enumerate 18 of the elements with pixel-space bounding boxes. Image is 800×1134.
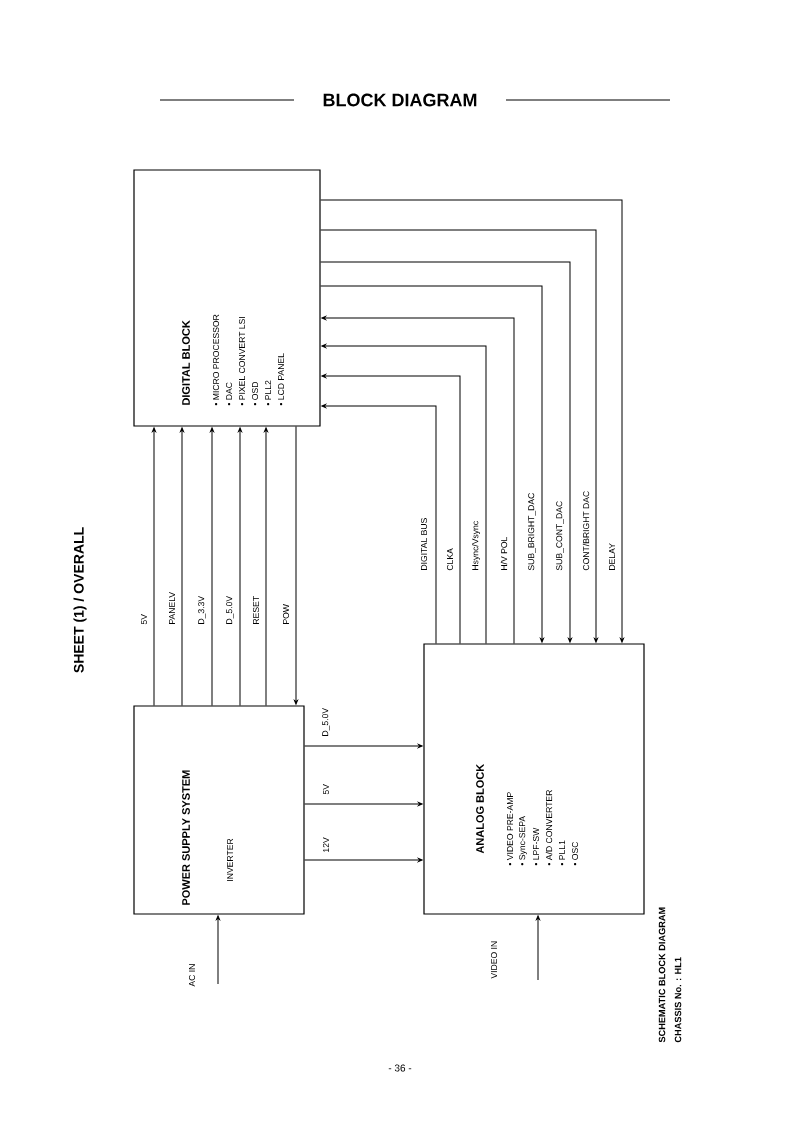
arrow — [304, 802, 423, 806]
arrow — [238, 427, 242, 706]
arrow — [294, 426, 298, 705]
arrow — [304, 744, 423, 748]
arrow — [536, 915, 540, 981]
arrow — [304, 858, 423, 862]
arrow — [320, 261, 572, 643]
arrow — [216, 915, 220, 985]
arrow — [321, 404, 437, 644]
arrow — [321, 344, 487, 644]
arrow — [264, 427, 268, 706]
arrow — [321, 374, 461, 644]
arrow — [210, 427, 214, 706]
title: BLOCK DIAGRAM — [323, 93, 477, 107]
arrow — [320, 285, 544, 643]
arrow — [321, 316, 515, 644]
arrow — [152, 427, 156, 706]
arrow — [180, 427, 184, 706]
